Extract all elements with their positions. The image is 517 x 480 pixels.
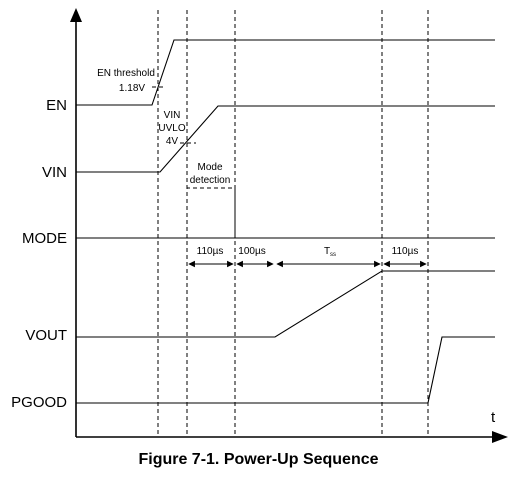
delay-label-3-subscript: ss xyxy=(330,252,336,258)
waveform-pgood xyxy=(76,336,495,404)
axes xyxy=(70,8,508,443)
time-axis-arrowhead xyxy=(492,431,508,443)
waveform-en xyxy=(76,39,495,106)
delay-label-4: 110µs xyxy=(392,246,419,257)
mode-detection-label-line2: detection xyxy=(190,175,231,186)
signal-label-en: EN xyxy=(46,97,67,114)
signal-label-mode: MODE xyxy=(22,230,67,247)
signal-label-vout: VOUT xyxy=(25,327,67,344)
signal-label-pgood: PGOOD xyxy=(11,394,67,411)
vin-uvlo-label-line2: UVLO xyxy=(158,123,185,134)
en-threshold-label-line2: 1.18V xyxy=(119,83,145,94)
time-axis-label: t xyxy=(491,409,496,426)
time-markers xyxy=(157,10,429,437)
delay-label-2: 100µs xyxy=(238,246,265,257)
vin-uvlo-label-line3: 4V xyxy=(166,136,179,147)
delay-label-3: Tss xyxy=(324,246,336,258)
waveform-vin xyxy=(76,105,495,173)
signal-label-vin: VIN xyxy=(42,164,67,181)
figure-caption: Figure 7-1. Power-Up Sequence xyxy=(138,451,379,468)
en-threshold-label-line1: EN threshold xyxy=(97,68,155,79)
delay-label-1: 110µs xyxy=(197,246,224,257)
y-axis-arrowhead xyxy=(70,8,82,22)
waveform-vout xyxy=(76,270,495,338)
mode-detection-pulse xyxy=(186,187,236,238)
vin-uvlo-label-line1: VIN xyxy=(164,110,181,121)
mode-detection-label-line1: Mode xyxy=(197,162,222,173)
delay-label-3-main: T xyxy=(324,246,330,257)
